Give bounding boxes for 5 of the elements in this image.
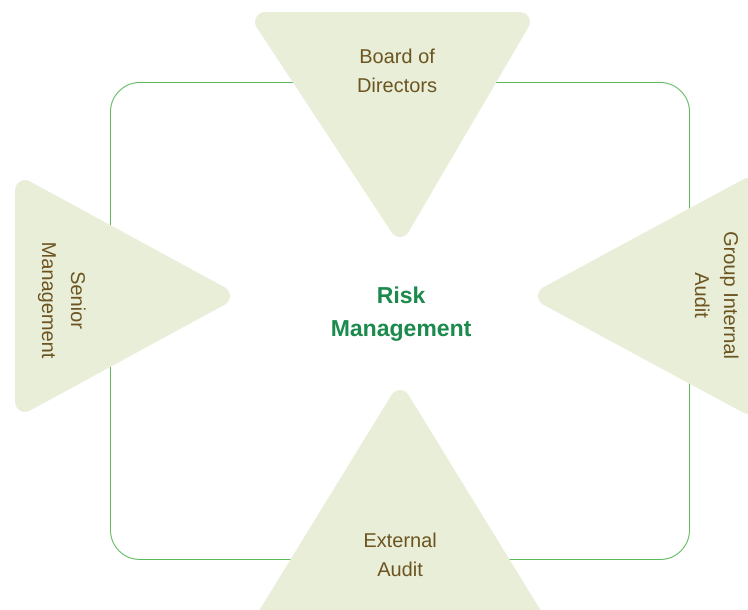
center-title: Risk Management — [330, 281, 472, 343]
role-label: Board of Directors — [356, 45, 438, 99]
role-label: Group Internal Audit — [689, 230, 742, 361]
role-label: External Audit — [362, 529, 438, 583]
role-label: Senior Management — [36, 240, 89, 360]
